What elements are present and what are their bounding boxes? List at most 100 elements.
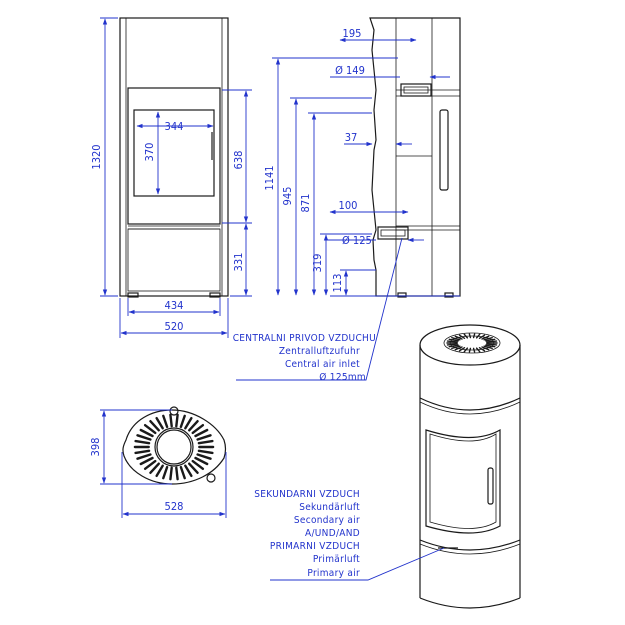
vent-slot <box>446 343 458 346</box>
top-knob <box>206 473 216 483</box>
dim-height-945: 945 <box>281 187 294 206</box>
dim-flue-diameter: Ø 149 <box>335 64 365 77</box>
vent-slot <box>194 428 209 438</box>
door-window <box>133 109 215 197</box>
dim-inlet-offset: 100 <box>339 199 358 212</box>
dim-foot-span: 434 <box>165 299 184 312</box>
vent-slot <box>191 459 205 470</box>
perspective-bottom <box>419 597 521 609</box>
vent-slot <box>485 344 496 348</box>
central-air-label-de: Zentralluftzufuhr <box>279 346 360 357</box>
dim-flue-offset: 195 <box>343 27 362 40</box>
dim-height-871: 871 <box>299 194 312 213</box>
vent-slot <box>448 344 459 348</box>
dim-total-width: 520 <box>165 320 184 333</box>
central-air-label-en: Central air inlet <box>285 359 360 370</box>
vent-slot <box>451 345 461 349</box>
top-vent-ring <box>133 413 215 481</box>
central-air-leader <box>236 237 403 381</box>
vent-slot <box>179 465 186 480</box>
vent-slot <box>175 413 179 428</box>
vent-slot <box>458 347 466 352</box>
door-panel <box>127 87 221 225</box>
perspective-view <box>419 324 521 609</box>
vent-slot <box>486 343 498 346</box>
vent-slot <box>472 347 476 353</box>
front-view <box>119 17 229 298</box>
primary-air-label-cz: PRIMARNI VZDUCH <box>270 541 360 552</box>
vent-slot <box>451 337 461 341</box>
vent-slot <box>458 334 466 339</box>
secondary-air-label-de: Sekundärluft <box>299 502 360 513</box>
vent-slot <box>149 462 161 474</box>
vent-slot <box>446 340 458 343</box>
vent-slot <box>197 439 214 445</box>
dim-top-depth: 398 <box>89 438 102 457</box>
vent-slot <box>196 434 212 441</box>
vent-slot <box>143 424 157 435</box>
vent-slot <box>478 347 486 352</box>
vent-slot <box>468 347 472 353</box>
dim-window-width: 344 <box>165 120 184 133</box>
vent-slot <box>191 424 205 435</box>
left-foot <box>127 292 139 298</box>
side-window <box>439 109 449 191</box>
vent-slot <box>136 434 152 441</box>
dim-height-total: 1320 <box>90 144 103 169</box>
dim-inlet-diameter: Ø 125 <box>342 234 372 247</box>
primary-air-label-de: Primärluft <box>313 554 360 565</box>
perspective-door <box>425 428 501 534</box>
right-foot <box>209 292 221 298</box>
primary-air-label-en: Primary air <box>307 568 360 579</box>
vent-slot <box>481 346 490 351</box>
vent-slot <box>485 338 496 342</box>
perspective-door-handle <box>487 467 494 505</box>
vent-slot <box>472 333 476 339</box>
dim-depth-37: 37 <box>345 131 358 144</box>
side-dimensions: 195 Ø 149 1141 945 871 37 100 Ø 125 319 … <box>263 27 460 297</box>
vent-slot <box>162 465 169 480</box>
side-view <box>369 17 461 298</box>
vent-slot <box>169 413 173 428</box>
dim-door-height: 638 <box>232 151 245 170</box>
vent-slot <box>478 334 486 339</box>
secondary-air-label-en: Secondary air <box>294 515 360 526</box>
stove-top-plate <box>122 409 227 485</box>
dim-height-1141: 1141 <box>263 165 276 190</box>
vent-slot <box>139 456 154 466</box>
central-air-inlet-callout: CENTRALNI PRIVOD VZDUCHU Zentralluftzufu… <box>233 237 403 383</box>
central-air-label-cz: CENTRALNI PRIVOD VZDUCHU <box>233 333 376 344</box>
vent-slot <box>475 347 481 353</box>
vent-slot <box>162 414 169 429</box>
perspective-top <box>419 324 521 366</box>
vent-slot <box>139 428 154 438</box>
vent-slot <box>486 340 498 343</box>
top-dimensions: 398 528 <box>89 409 227 518</box>
vent-slot <box>483 337 493 341</box>
stove-side-body <box>369 17 461 297</box>
rear-air-inlet <box>377 226 409 240</box>
dim-height-319: 319 <box>311 254 324 273</box>
rear-flue-outlet <box>400 83 432 97</box>
air-control-callout: SEKUNDARNI VZDUCH Sekundärluft Secondary… <box>254 489 445 581</box>
secondary-air-label-cz: SEKUNDARNI VZDUCH <box>254 489 360 500</box>
dim-height-113: 113 <box>331 274 344 293</box>
vent-slot <box>143 459 157 470</box>
vent-slot <box>194 456 209 466</box>
vent-slot <box>175 466 179 481</box>
vent-slot <box>184 464 193 478</box>
dim-base-height: 331 <box>232 253 245 272</box>
vent-slot <box>155 416 164 430</box>
dim-top-width: 528 <box>165 500 184 513</box>
vent-slot <box>187 420 199 432</box>
vent-slot <box>134 439 151 445</box>
vent-slot <box>134 449 151 455</box>
vent-slot <box>196 453 212 460</box>
top-handle <box>169 406 179 416</box>
base-drawer <box>127 228 221 292</box>
vent-slot <box>463 347 469 353</box>
dim-window-height: 370 <box>143 143 156 162</box>
front-dimensions: 1320 344 370 638 331 434 520 <box>90 17 252 338</box>
vent-slot <box>475 333 481 339</box>
